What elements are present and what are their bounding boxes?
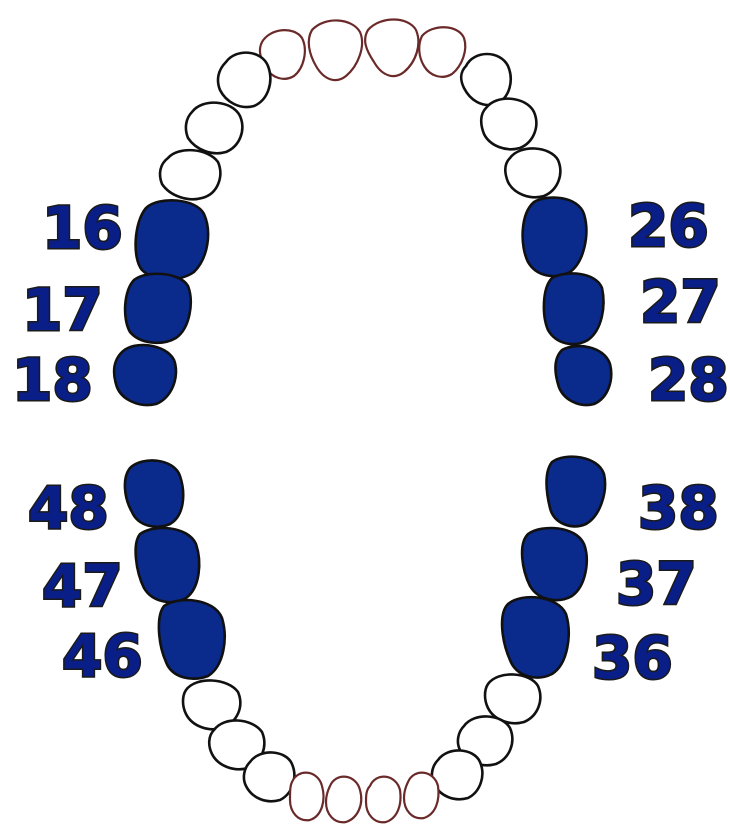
label-17: 17: [22, 276, 103, 344]
label-36: 36: [592, 624, 673, 692]
tooth-lower-incisor: [326, 777, 361, 823]
tooth-38: [547, 457, 606, 527]
tooth-upper-incisor: [419, 27, 465, 77]
label-28: 28: [648, 346, 729, 414]
label-48: 48: [28, 474, 109, 542]
lower-arch: [125, 457, 605, 823]
tooth-upper-incisor: [365, 20, 418, 77]
tooth-lower-incisor: [290, 773, 324, 821]
tooth-17: [125, 274, 191, 343]
tooth-upper-14: [186, 103, 242, 154]
label-38: 38: [638, 474, 719, 542]
label-47: 47: [42, 552, 123, 620]
tooth-upper-23: [461, 54, 510, 105]
tooth-47: [136, 528, 200, 602]
tooth-upper-incisor: [309, 20, 362, 80]
tooth-26: [523, 198, 587, 277]
tooth-lower-incisor: [366, 777, 400, 823]
tooth-48: [125, 460, 183, 526]
tooth-lower-43: [244, 752, 294, 801]
tooth-37: [522, 528, 587, 600]
tooth-36: [502, 597, 569, 677]
label-46: 46: [62, 622, 143, 690]
tooth-labels: 16 17 18 26 27 28 48 47 46 38 37 36: [12, 192, 729, 692]
tooth-upper-15: [160, 150, 220, 199]
tooth-18: [114, 345, 176, 405]
upper-arch: [114, 20, 611, 406]
tooth-16: [136, 200, 208, 279]
tooth-upper-25: [505, 148, 560, 197]
label-37: 37: [616, 550, 697, 618]
label-27: 27: [640, 268, 721, 336]
label-16: 16: [42, 194, 123, 262]
tooth-upper-13: [218, 53, 270, 107]
tooth-46: [159, 600, 225, 679]
label-18: 18: [12, 346, 93, 414]
tooth-27: [544, 273, 604, 344]
tooth-28: [555, 346, 611, 405]
tooth-lower-incisor: [404, 773, 438, 819]
label-26: 26: [628, 192, 709, 260]
tooth-upper-24: [481, 99, 536, 150]
